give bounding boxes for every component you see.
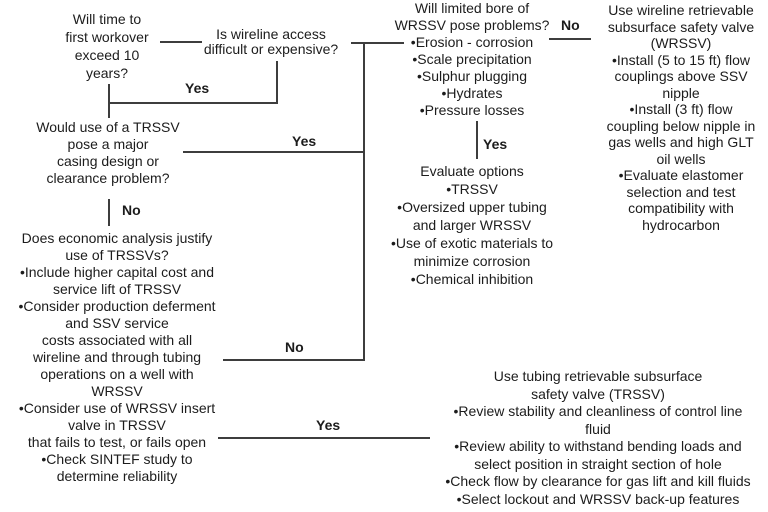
label-no-economic: No: [285, 339, 304, 355]
connector-bore-yes-down: [476, 121, 478, 159]
node-wireline-access-question: Is wireline access difficult or expensiv…: [203, 26, 339, 57]
connector-wireline-down: [276, 61, 278, 103]
label-yes-trssv-casing: Yes: [292, 133, 317, 149]
node-evaluate-options: Evaluate options •TRSSV •Oversized upper…: [390, 163, 554, 287]
node-trssv-casing-question: Would use of a TRSSV pose a major casing…: [36, 119, 180, 186]
node-use-trssv-recommendation: Use tubing retrievable subsurface safety…: [445, 368, 751, 507]
label-yes-wrssv-bore: Yes: [483, 136, 508, 152]
label-no-wrssv-bore: No: [561, 17, 580, 33]
connector-yes-wireline-horizontal: [108, 102, 278, 104]
node-use-wrssv-recommendation: Use wireline retrievable subsurface safe…: [606, 2, 756, 233]
connector-economic-no-horizontal: [223, 359, 365, 361]
connector-trunk-to-bore-question: [351, 42, 404, 44]
label-yes-economic: Yes: [316, 417, 341, 433]
node-time-to-workover-question: Will time to first workover exceed 10 ye…: [65, 11, 149, 81]
connector-casing-no-down: [108, 199, 110, 226]
label-no-trssv-casing: No: [122, 202, 141, 218]
connector-casing-yes-horizontal: [183, 151, 365, 153]
connector-down-to-casing-question: [108, 84, 110, 118]
node-economic-analysis-question: Does economic analysis justify use of TR…: [18, 230, 216, 484]
label-yes-wireline-access: Yes: [185, 80, 210, 96]
connector-trunk-vertical: [363, 42, 365, 361]
node-wrssv-bore-question: Will limited bore of WRSSV pose problems…: [394, 0, 550, 118]
connector-economic-yes-to-trssv: [218, 437, 430, 439]
connector-bore-no-to-wrssv: [549, 38, 591, 40]
connector-workover-to-wireline: [160, 41, 202, 43]
